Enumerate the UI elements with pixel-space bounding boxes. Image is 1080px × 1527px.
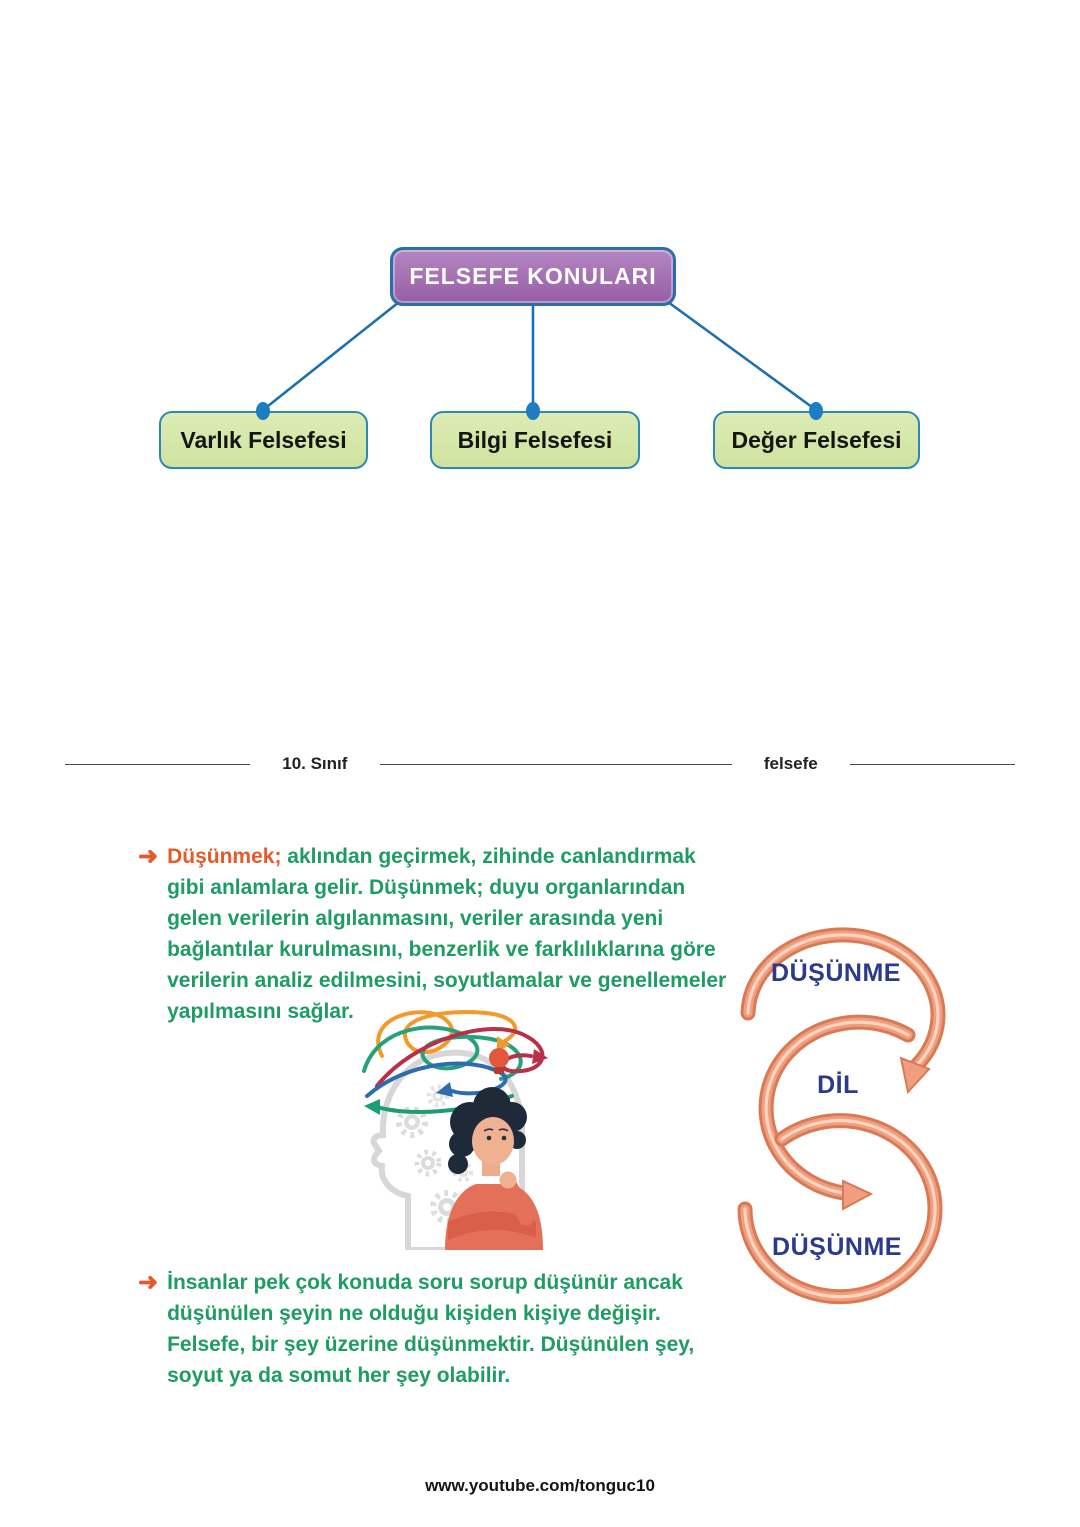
connector-dot (809, 402, 823, 420)
concept-map-node-bilgi-felsefesi: Bilgi Felsefesi (430, 411, 640, 469)
paragraph-insanlar: ➜ İnsanlar pek çok konuda soru sorup düş… (138, 1267, 768, 1391)
footer-url: www.youtube.com/tonguc10 (425, 1476, 655, 1495)
paragraph-text: Düşünmek; aklından geçirmek, zihinde can… (167, 841, 726, 1027)
page-header-rule: 10. Sınıf felsefe (65, 754, 1015, 774)
thinking-person-illustration (362, 1010, 548, 1250)
cycle-arc-top (740, 927, 946, 1095)
cycle-label-dusunme-top: DÜŞÜNME (771, 959, 901, 987)
tangled-thoughts-icon (362, 1010, 548, 1115)
cycle-label-dusunme-bottom: DÜŞÜNME (772, 1233, 902, 1261)
arrow-bullet-icon: ➜ (138, 1269, 159, 1296)
text-line: yapılmasını sağlar. (167, 1000, 354, 1023)
subject-label: felsefe (763, 754, 818, 773)
forearm (502, 1178, 534, 1226)
text-line: verilerin analiz edilmesini, soyutlamala… (167, 969, 727, 992)
rule-line (65, 763, 250, 765)
concept-map-connectors (262, 300, 817, 412)
arrow-bullet-icon: ➜ (138, 843, 159, 870)
text-line: gelen verilerin algılanmasını, veriler a… (167, 907, 664, 930)
lead-word: Düşünmek; (167, 845, 282, 868)
concept-map-root-node: FELSEFE KONULARI (390, 247, 676, 306)
text-line: soyut ya da somut her şey olabilir. (167, 1364, 511, 1387)
rule-line (379, 763, 732, 765)
grade-label: 10. Sınıf (282, 754, 348, 773)
text-line: düşünülen şeyin ne olduğu kişiden kişiye… (167, 1302, 661, 1325)
hand-on-chin (499, 1171, 517, 1189)
thinking-woman (445, 1087, 543, 1250)
cycle-arc-bottom (737, 1113, 943, 1305)
lightbulb-icon (489, 1048, 509, 1074)
text-line: İnsanlar pek çok konuda soru sorup düşün… (167, 1271, 683, 1294)
rule-line (850, 763, 1015, 765)
text-line: bağlantılar kurulmasını, benzerlik ve fa… (167, 938, 716, 961)
connector-dot (526, 402, 540, 420)
folded-arm (448, 1211, 536, 1240)
line-rest: aklından geçirmek, zihinde canlandırmak (281, 845, 696, 868)
paragraph-dusunmek: ➜ Düşünmek; aklından geçirmek, zihinde c… (138, 841, 768, 1027)
dusunme-dil-cycle-diagram (737, 927, 946, 1305)
concept-map-node-varlik-felsefesi: Varlık Felsefesi (159, 411, 368, 469)
connector-dot (256, 402, 270, 420)
text-line: gibi anlamlara gelir. Düşünmek; duyu org… (167, 876, 686, 899)
cycle-label-dil: DİL (817, 1071, 859, 1099)
text-line: Düşünmek; aklından geçirmek, zihinde can… (167, 841, 726, 872)
text-line: Felsefe, bir şey üzerine düşünmektir. Dü… (167, 1333, 695, 1356)
cycle-arc-middle (758, 1014, 916, 1211)
face (472, 1117, 514, 1165)
paragraph-text: İnsanlar pek çok konuda soru sorup düşün… (167, 1267, 694, 1391)
